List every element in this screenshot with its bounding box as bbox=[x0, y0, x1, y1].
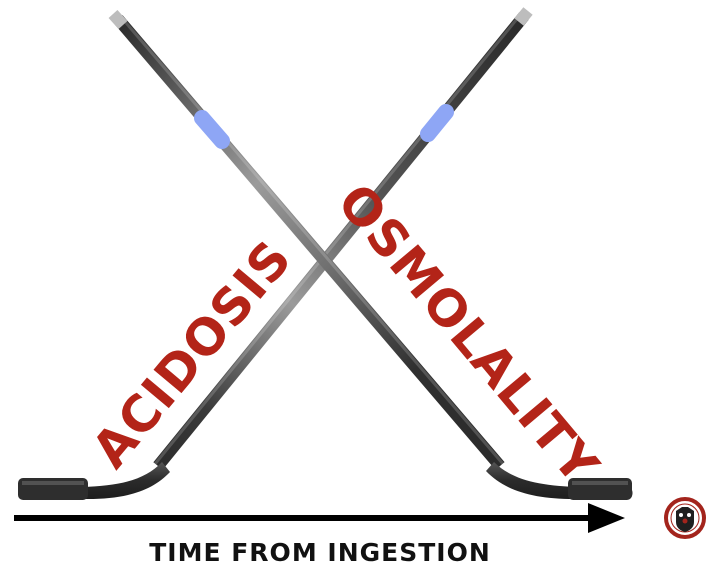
osmolality-label: OSMOLALITY bbox=[326, 173, 610, 495]
stick-end-cap bbox=[519, 11, 528, 22]
stick-grip bbox=[428, 112, 446, 134]
acidosis-label: ACIDOSIS bbox=[81, 229, 303, 478]
stick-grip bbox=[202, 118, 222, 141]
logo-emblem bbox=[666, 499, 704, 537]
time-axis-arrow bbox=[14, 503, 625, 533]
stick-end-cap bbox=[113, 14, 123, 25]
time-axis-label: TIME FROM INGESTION bbox=[149, 538, 491, 567]
